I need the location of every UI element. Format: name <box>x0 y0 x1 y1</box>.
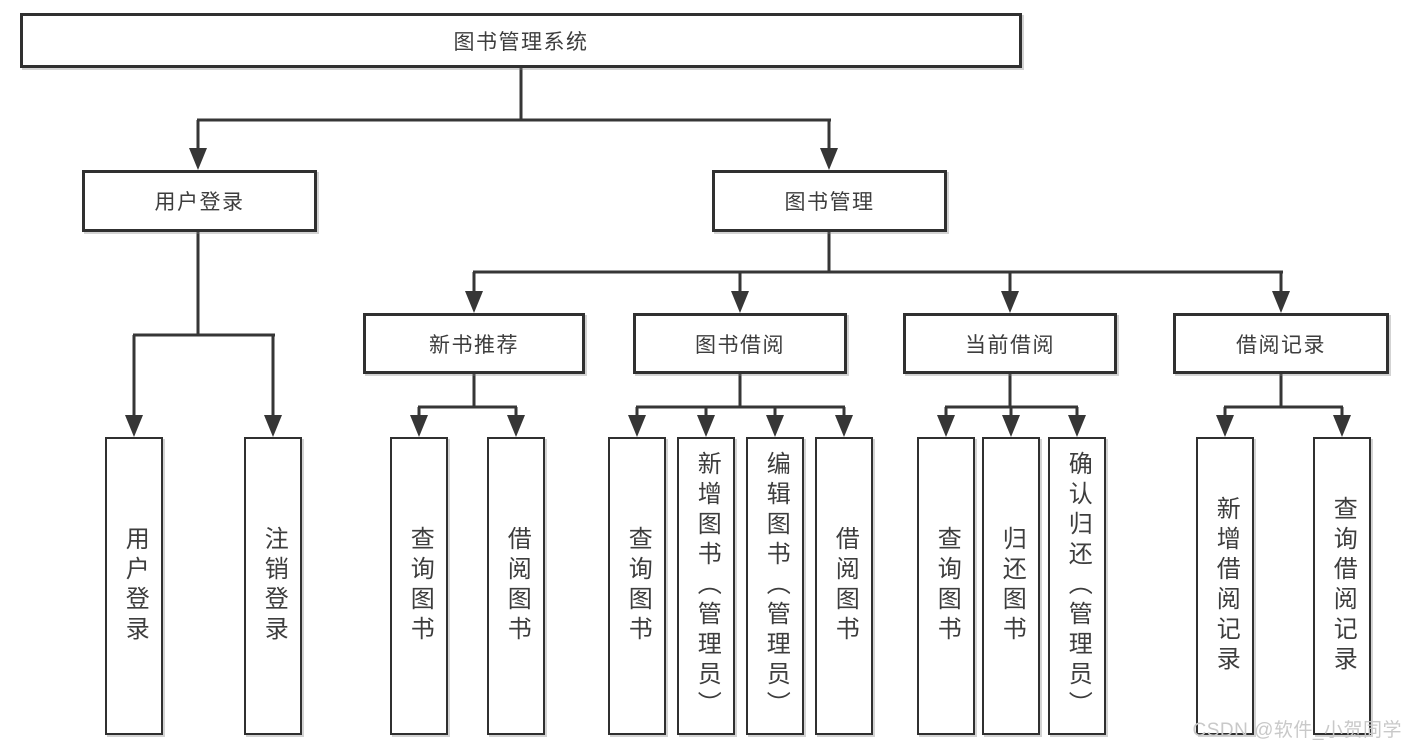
leaf-return-books: 归还图书 <box>982 437 1040 735</box>
leaf-confirm-return-admin: 确认归还（管理员） <box>1048 437 1106 735</box>
leaf-borrow-books-borrowing: 借阅图书 <box>815 437 873 735</box>
leaf-add-books-admin: 新增图书（管理员） <box>677 437 735 735</box>
leaf-query-borrow-record: 查询借阅记录 <box>1313 437 1371 735</box>
leaf-logout: 注销登录 <box>244 437 302 735</box>
node-user-login: 用户登录 <box>82 170 317 232</box>
node-book-borrowing: 图书借阅 <box>633 313 847 374</box>
leaf-query-books-current: 查询图书 <box>917 437 975 735</box>
node-book-management: 图书管理 <box>712 170 947 232</box>
node-current-borrowing: 当前借阅 <box>903 313 1117 374</box>
leaf-user-login: 用户登录 <box>105 437 163 735</box>
leaf-add-borrow-record: 新增借阅记录 <box>1196 437 1254 735</box>
node-library-system: 图书管理系统 <box>20 13 1022 68</box>
leaf-edit-books-admin: 编辑图书（管理员） <box>746 437 804 735</box>
watermark: CSDN @软件_小贺同学 <box>1192 720 1402 741</box>
leaf-borrow-books-recommend: 借阅图书 <box>487 437 545 735</box>
node-new-book-recommendation: 新书推荐 <box>363 313 585 374</box>
leaf-query-books-recommend: 查询图书 <box>390 437 448 735</box>
leaf-query-books-borrowing: 查询图书 <box>608 437 666 735</box>
node-borrowing-records: 借阅记录 <box>1173 313 1389 374</box>
